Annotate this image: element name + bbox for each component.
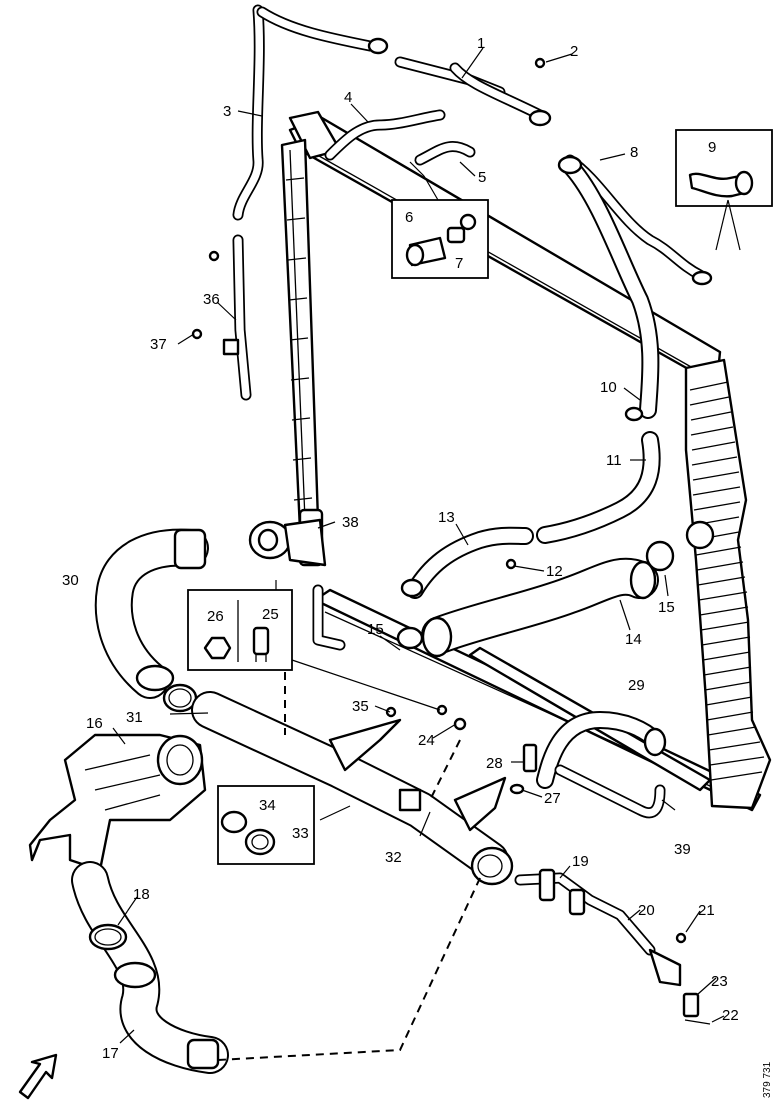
callout-26: 26 xyxy=(207,608,224,625)
callout-33: 33 xyxy=(292,825,309,842)
callout-20: 20 xyxy=(638,902,655,919)
hose-10 xyxy=(557,155,660,422)
callout-21: 21 xyxy=(698,902,715,919)
clamp-31 xyxy=(162,683,198,713)
leader-lines xyxy=(112,47,741,1044)
reference-code: 379 731 xyxy=(762,1061,773,1098)
callout-9: 9 xyxy=(708,139,716,156)
callout-28: 28 xyxy=(486,755,503,772)
pipe-38-lower xyxy=(312,584,346,651)
callout-37: 37 xyxy=(150,336,167,353)
housing-16 xyxy=(28,733,207,872)
hose-29 xyxy=(536,711,667,789)
callout-36: 36 xyxy=(203,291,220,308)
hose-14 xyxy=(421,557,659,658)
callout-32: 32 xyxy=(385,849,402,866)
callout-24: 24 xyxy=(418,732,435,749)
callout-17: 17 xyxy=(102,1045,119,1062)
callout-34: 34 xyxy=(259,797,276,814)
callout-23: 23 xyxy=(711,973,728,990)
callout-30: 30 xyxy=(62,572,79,589)
callout-16: 16 xyxy=(86,715,103,732)
callout-3: 3 xyxy=(223,103,231,120)
callout-18: 18 xyxy=(133,886,150,903)
callout-labels: 1 2 3 4 5 6 7 8 9 10 11 12 13 14 15 15 1… xyxy=(62,35,739,1062)
callout-15-right: 15 xyxy=(658,599,675,616)
pipe-1 xyxy=(394,56,552,127)
hose-17 xyxy=(71,861,229,1074)
clamp-18 xyxy=(88,923,128,951)
callout-4: 4 xyxy=(344,89,352,106)
pipe-36 xyxy=(222,234,252,401)
inset-box-9 xyxy=(675,129,773,207)
inset-box-6-7 xyxy=(391,199,489,279)
callout-25: 25 xyxy=(262,606,279,623)
hose-3 xyxy=(232,4,389,221)
callout-10: 10 xyxy=(600,379,617,396)
hose-11 xyxy=(536,431,661,544)
callout-22: 22 xyxy=(722,1007,739,1024)
callout-7: 7 xyxy=(455,255,463,272)
hose-8 xyxy=(564,154,713,286)
pipe-19 xyxy=(514,868,656,956)
callout-5: 5 xyxy=(478,169,486,186)
dashed-connectors xyxy=(217,672,481,1061)
callout-19: 19 xyxy=(572,853,589,870)
hose-13 xyxy=(400,526,534,599)
connector-38 xyxy=(248,518,327,567)
callout-38: 38 xyxy=(342,514,359,531)
callout-11: 11 xyxy=(606,452,622,469)
pipe-32 xyxy=(191,691,514,886)
callout-15-left: 15 xyxy=(367,621,384,638)
callout-31: 31 xyxy=(126,709,143,726)
callout-35: 35 xyxy=(352,698,369,715)
inset-box-25-26 xyxy=(187,589,293,671)
callout-14: 14 xyxy=(625,631,642,648)
callout-6: 6 xyxy=(405,209,413,226)
callout-8: 8 xyxy=(630,144,638,161)
callout-39: 39 xyxy=(674,841,691,858)
hose-30 xyxy=(94,528,209,699)
callout-2: 2 xyxy=(570,43,578,60)
hose-4 xyxy=(324,109,476,166)
sensor-23 xyxy=(682,992,700,1018)
callout-27: 27 xyxy=(544,790,561,807)
callout-1: 1 xyxy=(477,35,485,52)
callout-29: 29 xyxy=(628,677,645,694)
callout-12: 12 xyxy=(546,563,563,580)
pipe-39 xyxy=(554,764,666,819)
bracket-20 xyxy=(648,948,682,987)
inset-box-33-34 xyxy=(217,785,315,865)
callout-13: 13 xyxy=(438,509,455,526)
front-direction-arrow-icon xyxy=(18,1053,58,1100)
fittings xyxy=(191,57,711,1025)
